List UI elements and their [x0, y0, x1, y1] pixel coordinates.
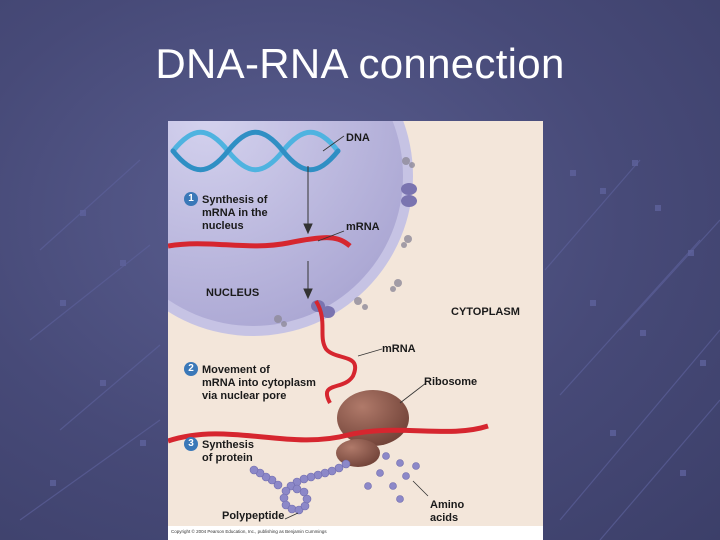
- nucleus: [168, 121, 403, 326]
- step-3-badge: 3: [184, 437, 198, 451]
- membrane-proteins: [274, 157, 415, 327]
- amino-acids-label: Amino acids: [430, 499, 465, 524]
- step-2-badge: 2: [184, 362, 198, 376]
- step-1-text: Synthesis of mRNA in the nucleus: [202, 194, 268, 232]
- polypeptide-chain: [249, 459, 351, 515]
- diagram-illustration: [168, 121, 543, 526]
- step-1-badge: 1: [184, 192, 198, 206]
- mrna-strand-cytoplasm: [314, 299, 358, 404]
- nucleus-label: NUCLEUS: [206, 287, 260, 299]
- dna-label: DNA: [346, 132, 370, 144]
- dna-helix: [170, 129, 341, 173]
- polypeptide-label: Polypeptide: [222, 510, 285, 522]
- mrna-strand-ribosome: [168, 423, 489, 444]
- mrna-strand-nucleus: [168, 235, 352, 249]
- cytoplasm-label: CYTOPLASM: [451, 306, 520, 318]
- step-2-text: Movement of mRNA into cytoplasm via nucl…: [202, 364, 316, 402]
- slide-title: DNA-RNA connection: [155, 40, 565, 87]
- ribosome-label: Ribosome: [424, 376, 478, 388]
- mrna-cytoplasm-label: mRNA: [382, 343, 416, 355]
- dna-rna-diagram: DNA mRNA NUCLEUS CYTOPLASM mRNA Ribosome…: [168, 121, 543, 540]
- step-3-text: Synthesis of protein: [202, 439, 254, 464]
- nuclear-pores: [311, 183, 417, 318]
- free-amino-acids: [364, 452, 420, 503]
- mrna-nucleus-label: mRNA: [346, 221, 380, 233]
- copyright-notice: Copyright © 2004 Pearson Education, Inc.…: [171, 529, 327, 534]
